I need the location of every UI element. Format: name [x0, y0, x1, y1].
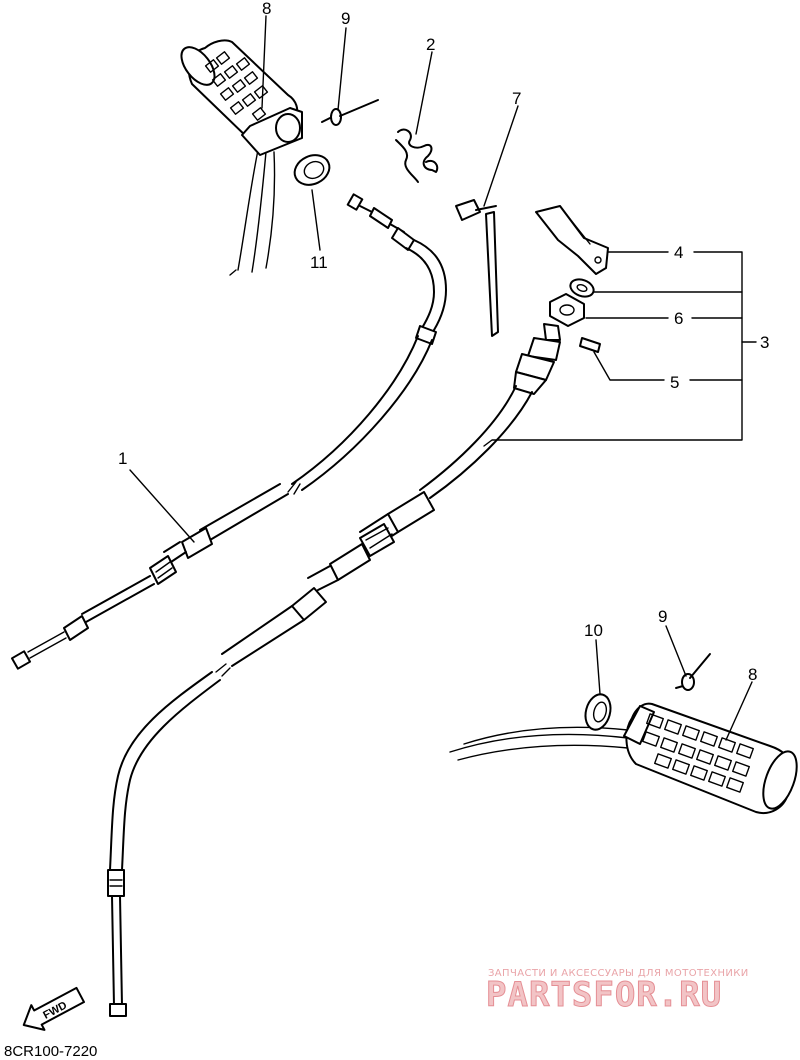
callout-6: 6	[674, 309, 683, 328]
callout-2: 2	[426, 35, 435, 54]
part-7-cable-tie	[455, 199, 499, 337]
watermark-brand: PARTSFOR.RU	[486, 975, 722, 1015]
cable-3-assembly	[107, 323, 561, 1017]
cable-1-throttle	[10, 193, 447, 670]
watermark-tagline: ЗАПЧАСТИ И АКСЕССУАРЫ ДЛЯ МОТОТЕХНИКИ	[488, 968, 749, 979]
callout-3: 3	[760, 333, 769, 352]
callout-9-top: 9	[341, 9, 350, 28]
right-grip-assembly	[449, 653, 798, 814]
fwd-arrow-icon: FWD	[22, 986, 86, 1031]
left-grip-assembly	[180, 39, 379, 276]
callout-8-top: 8	[262, 0, 271, 18]
cable-adjuster-group	[535, 205, 609, 353]
callout-10: 10	[584, 621, 603, 640]
callout-8-bottom: 8	[748, 665, 757, 684]
part-2-clip	[395, 128, 439, 183]
callout-labels: 8 9 2 7 11 4 6 3 5 1 10 9 8	[118, 0, 769, 684]
callout-1: 1	[118, 449, 127, 468]
watermark: ЗАПЧАСТИ И АКСЕССУАРЫ ДЛЯ МОТОТЕХНИКИ PA…	[486, 968, 749, 1016]
callout-4: 4	[674, 243, 683, 262]
diagram-code: 8CR100-7220	[4, 1043, 97, 1060]
callout-5: 5	[670, 373, 679, 392]
callout-7: 7	[512, 89, 521, 108]
callout-11: 11	[310, 253, 328, 272]
callout-9-bottom: 9	[658, 607, 667, 626]
leader-lines	[129, 15, 757, 741]
